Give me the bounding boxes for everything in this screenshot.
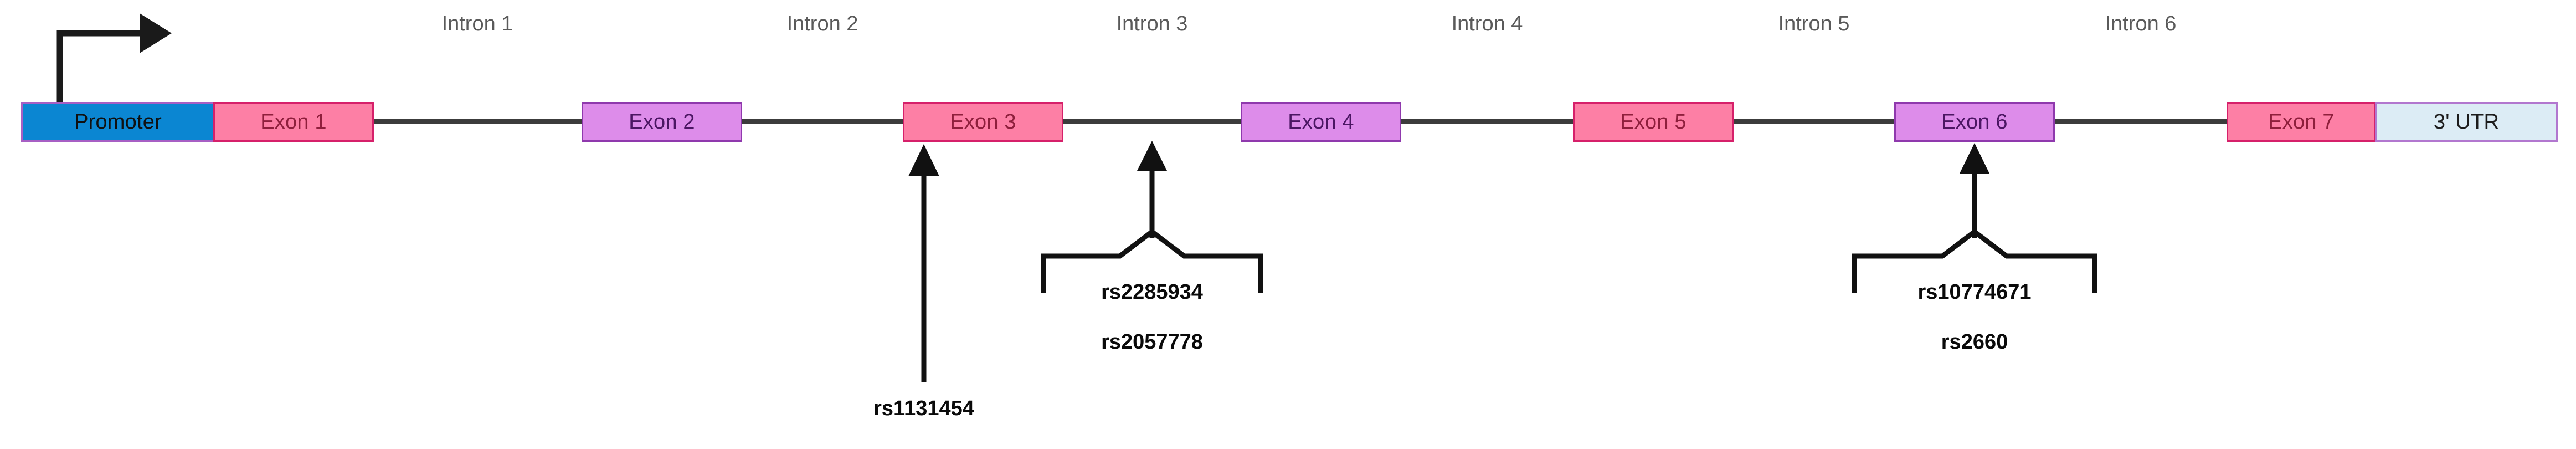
feature-promoter[interactable]: Promoter [21, 102, 215, 142]
snp-label-rs1131454[interactable]: rs1131454 [813, 398, 1035, 419]
intron-label-5-text: Intron 5 [1778, 12, 1850, 35]
snp-label-rs1131454-text: rs1131454 [873, 397, 974, 420]
snp-pointer-rs1131454 [908, 144, 939, 382]
transcription-start-site-arrow [56, 13, 172, 110]
feature-exon-2[interactable]: Exon 2 [582, 102, 742, 142]
feature-label-exon-3: Exon 3 [950, 110, 1016, 134]
snp-label-rs2660[interactable]: rs2660 [1850, 331, 2099, 353]
intron-label-2: Intron 2 [712, 13, 933, 34]
snp-label-rs2285934-text: rs2285934 [1101, 280, 1203, 304]
feature-label-exon-6: Exon 6 [1941, 110, 2008, 134]
feature-exon-1[interactable]: Exon 1 [213, 102, 374, 142]
feature-exon-5[interactable]: Exon 5 [1573, 102, 1734, 142]
intron-label-6-text: Intron 6 [2105, 12, 2177, 35]
feature-label-exon-4: Exon 4 [1288, 110, 1354, 134]
intron-label-3-text: Intron 3 [1116, 12, 1188, 35]
feature-exon-6[interactable]: Exon 6 [1894, 102, 2055, 142]
intron-label-5: Intron 5 [1703, 13, 1925, 34]
feature-exon-3[interactable]: Exon 3 [903, 102, 1063, 142]
intron-label-4-text: Intron 4 [1451, 12, 1523, 35]
intron-label-4: Intron 4 [1376, 13, 1598, 34]
snp-label-rs2057778[interactable]: rs2057778 [1041, 331, 1263, 353]
feature-exon-7[interactable]: Exon 7 [2227, 102, 2376, 142]
intron-label-2-text: Intron 2 [786, 12, 858, 35]
intron-label-1-text: Intron 1 [441, 12, 513, 35]
feature-3-prime-utr[interactable]: 3' UTR [2375, 102, 2558, 142]
feature-exon-4[interactable]: Exon 4 [1241, 102, 1401, 142]
snp-label-rs2057778-text: rs2057778 [1101, 330, 1203, 354]
feature-label-promoter: Promoter [74, 110, 162, 134]
intron-label-3: Intron 3 [1041, 13, 1263, 34]
snp-label-rs10774671-text: rs10774671 [1917, 280, 2032, 304]
feature-label-exon-1: Exon 1 [260, 110, 327, 134]
snp-pointer-rs10774671 [1852, 143, 2097, 293]
snp-label-rs10774671[interactable]: rs10774671 [1850, 282, 2099, 303]
intron-label-6: Intron 6 [2030, 13, 2251, 34]
feature-label-exon-7: Exon 7 [2268, 110, 2335, 134]
feature-label-exon-2: Exon 2 [629, 110, 695, 134]
feature-label-exon-5: Exon 5 [1620, 110, 1687, 134]
snp-pointer-rs2285934 [1041, 141, 1263, 293]
feature-label-3-prime-utr: 3' UTR [2433, 110, 2500, 134]
snp-label-rs2285934[interactable]: rs2285934 [1041, 282, 1263, 303]
intron-label-1: Intron 1 [367, 13, 588, 34]
snp-label-rs2660-text: rs2660 [1941, 330, 2008, 354]
